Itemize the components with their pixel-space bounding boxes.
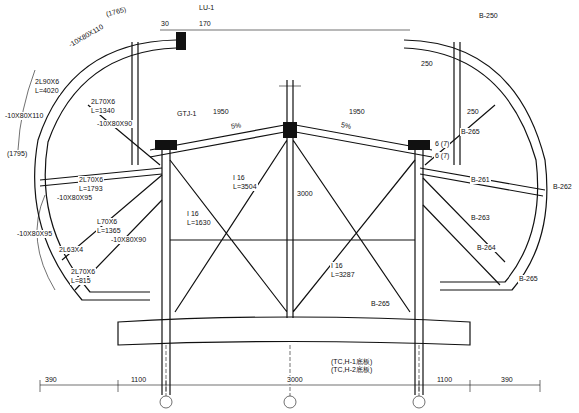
drawing-label: LU-1 — [198, 4, 215, 12]
drawing-label: (1765) — [104, 5, 128, 18]
drawing-label: (TC,H-2底板) — [330, 366, 373, 374]
drawing-label: L=1793 — [78, 185, 104, 193]
lifting-lug — [176, 32, 186, 50]
drawing-label: 390 — [500, 376, 514, 384]
drawing-label: 390 — [44, 376, 58, 384]
left-canopy-outer — [35, 40, 176, 300]
drawing-label: (TC,H-1底板) — [330, 358, 373, 366]
cap-plate — [155, 140, 177, 150]
drawing-label: -10X80X90 — [96, 120, 133, 128]
axis-bubble — [160, 396, 172, 408]
drawing-label: 250 — [466, 108, 480, 116]
axis-line — [166, 345, 419, 396]
drawing-label: (1795) — [6, 150, 28, 158]
drawing-label: 30 — [160, 20, 170, 28]
drawing-label: 2L63X4 — [58, 246, 84, 254]
drawing-label: B-265 — [370, 300, 391, 308]
ridge-plate — [283, 122, 297, 138]
left-canopy-inner — [45, 48, 176, 292]
axis-mark — [279, 86, 301, 87]
drawing-label: L=4020 — [34, 87, 60, 95]
drawing-label: L70X6 — [96, 218, 118, 226]
ground-beam — [118, 317, 470, 345]
drawing-label: 6 (7) — [434, 152, 450, 160]
drawing-label: L=3504 — [232, 183, 258, 191]
drawing-label: L=815 — [70, 277, 92, 285]
axis-bubble — [413, 396, 425, 408]
drawing-label: B-263 — [470, 214, 491, 222]
drawing-label: -10X80X110 — [67, 22, 106, 49]
drawing-label: 1100 — [436, 376, 453, 384]
drawing-label: 2L70X6 — [90, 98, 116, 106]
drawing-label: B-264 — [476, 244, 497, 252]
drawing-label: 1950 — [212, 108, 230, 116]
drawing-label: L=1630 — [186, 219, 212, 227]
drawing-label: 3000 — [286, 376, 304, 384]
drawing-label: -10X80X110 — [4, 112, 44, 120]
drawing-label: -10X80X95 — [56, 194, 93, 202]
drawing-label: L=1365 — [96, 227, 122, 235]
drawing-label: B-261 — [470, 176, 491, 184]
drawing-label: -10X80X90 — [110, 236, 147, 244]
drawing-label: L=1340 — [90, 107, 116, 115]
drawing-label: I 16 — [330, 262, 344, 270]
drawing-label: 5% — [339, 121, 352, 131]
cap-plate — [408, 140, 430, 150]
dimension-line — [18, 30, 410, 290]
drawing-label: 1950 — [348, 108, 366, 116]
drawing-label: B-265 — [460, 128, 481, 136]
drawing-label: 6 (7) — [434, 140, 450, 148]
drawing-label: B-265 — [518, 275, 539, 283]
brace — [62, 105, 505, 290]
truss-member — [170, 80, 415, 318]
drawing-label: I 16 — [232, 174, 246, 182]
drawing-label: B-262 — [552, 183, 573, 191]
canopy-hanger — [132, 42, 460, 165]
drawing-label: 2L70X6 — [78, 176, 104, 184]
drawing-label: GTJ-1 — [176, 110, 197, 118]
drawing-label: 2L90X6 — [34, 78, 60, 86]
right-canopy-inner — [404, 48, 538, 282]
drawing-label: 1100 — [130, 376, 147, 384]
drawing-label: 250 — [420, 60, 434, 68]
axis-bubble — [284, 396, 296, 408]
drawing-label: B-250 — [478, 12, 499, 20]
drawing-label: -10X80X95 — [16, 230, 53, 238]
drawing-label: 5% — [229, 121, 242, 131]
drawing-label: 3000 — [296, 190, 314, 198]
drawing-label: L=3287 — [330, 271, 356, 279]
drawing-label: I 16 — [186, 210, 200, 218]
drawing-label: 2L70X6 — [70, 268, 96, 276]
drawing-label: 170 — [198, 20, 212, 28]
